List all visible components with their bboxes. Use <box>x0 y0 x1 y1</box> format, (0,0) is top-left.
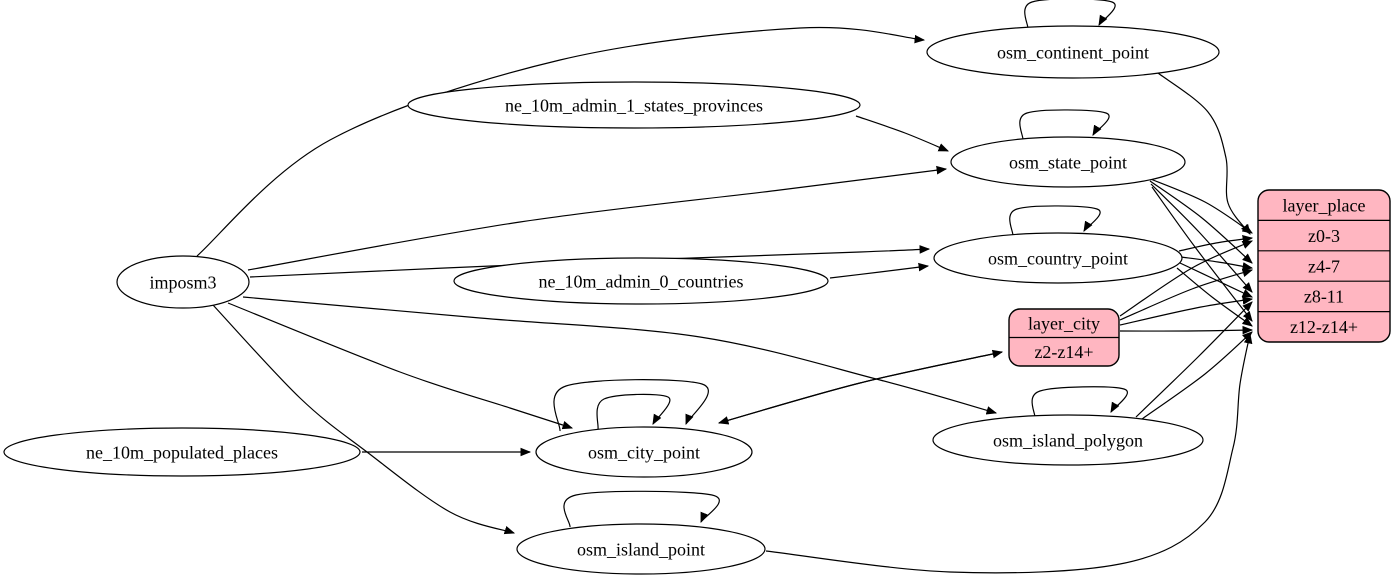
node-label-ne_10m_admin_1_states_provinces: ne_10m_admin_1_states_provinces <box>505 95 763 115</box>
node-layer_city: layer_city z2-z14+ <box>1008 308 1120 367</box>
table-ellipse <box>407 81 861 129</box>
edge-imposm3-osm_continent_point <box>196 26 926 257</box>
edge-ne_10m_admin_1_states_provinces-osm_state_point <box>855 115 950 152</box>
record-row-layer_place-z0-3: z0-3 <box>1308 226 1340 246</box>
edge-ne_10m_admin_0_countries-osm_country_point <box>829 262 930 279</box>
edge-layer <box>196 0 1254 574</box>
node-label-osm_country_point: osm_country_point <box>988 248 1128 268</box>
edge-osm_island_polygon-layer_place-z12-z14plus <box>1141 331 1253 420</box>
self-loop-osm_city_point-1 <box>553 379 709 432</box>
table-ellipse <box>933 232 1183 284</box>
edge-imposm3-osm_island_polygon <box>242 296 998 415</box>
self-loop-osm_island_point <box>563 490 720 528</box>
edge-imposm3-osm_state_point <box>247 165 948 271</box>
edge-osm_city_point-layer_city-z2-z14plus <box>718 349 1004 424</box>
edge-osm_country_point-layer_place-z8-11 <box>1179 262 1253 298</box>
table-ellipse <box>926 25 1220 79</box>
edge-osm_island_polygon-layer_place-z8-11 <box>1135 301 1253 418</box>
edge-osm_country_point-layer_place-z0-3 <box>1178 235 1254 252</box>
edge-layer_city-layer_place-z12-z14plus <box>1119 325 1254 335</box>
node-label-ne_10m_admin_0_countries: ne_10m_admin_0_countries <box>539 271 744 291</box>
table-ellipse <box>3 427 361 477</box>
self-loop-osm_city_point-2 <box>596 393 671 430</box>
node-label-osm_city_point: osm_city_point <box>588 442 700 462</box>
edge-imposm3-osm_island_point <box>212 304 516 535</box>
node-label-osm_state_point: osm_state_point <box>1009 152 1127 172</box>
table-ellipse <box>116 255 250 309</box>
self-loop-osm_country_point <box>1009 205 1101 237</box>
node-osm_island_polygon: osm_island_polygon <box>932 414 1204 466</box>
edge-osm_country_point-layer_place-z4-7 <box>1180 256 1254 271</box>
edge-osm_continent_point-layer_place-z0-3 <box>1157 72 1251 235</box>
table-ellipse <box>516 523 766 575</box>
edge-osm_island_point-layer_place-z12-z14plus <box>765 332 1253 574</box>
record-row-layer_place-z8-11: z8-11 <box>1304 287 1344 307</box>
node-label-osm_island_polygon: osm_island_polygon <box>993 430 1143 450</box>
record-row-layer_place-z12-z14plus: z12-z14+ <box>1290 317 1358 337</box>
edge-imposm3-osm_city_point <box>227 302 574 430</box>
node-ne_10m_admin_1_states_provinces: ne_10m_admin_1_states_provinces <box>407 81 861 129</box>
self-loop-osm_continent_point <box>1024 0 1116 30</box>
table-ellipse <box>950 136 1186 188</box>
edge-layer_city-osm_city_point <box>717 351 1003 425</box>
node-label-ne_10m_populated_places: ne_10m_populated_places <box>86 442 278 462</box>
node-imposm3: imposm3 <box>116 255 250 309</box>
table-ellipse <box>453 257 829 305</box>
node-layer_place: layer_place z0-3 z4-7 z8-11 z12-z14+ <box>1257 189 1391 343</box>
table-ellipse <box>535 426 753 478</box>
node-osm_country_point: osm_country_point <box>933 232 1183 284</box>
edge-osm_state_point-layer_place-z0-3 <box>1147 177 1253 234</box>
table-ellipse <box>932 414 1204 466</box>
edge-osm_state_point-layer_place-z4-7 <box>1149 180 1253 264</box>
self-loop-osm_state_point <box>1019 109 1110 141</box>
node-osm_continent_point: osm_continent_point <box>926 25 1220 79</box>
node-ne_10m_admin_0_countries: ne_10m_admin_0_countries <box>453 257 829 305</box>
edge-layer_city-layer_place-z0-3 <box>1119 240 1254 317</box>
record-header-layer_place: layer_place <box>1283 196 1366 216</box>
edge-layer_city-layer_place-z8-11 <box>1119 296 1254 326</box>
record-header-layer_city: layer_city <box>1028 314 1100 334</box>
node-label-osm_continent_point: osm_continent_point <box>997 42 1149 62</box>
node-osm_island_point: osm_island_point <box>516 523 766 575</box>
layer-record-box <box>1257 189 1391 343</box>
edge-osm_state_point-layer_place-z8-11 <box>1150 183 1253 293</box>
node-label-imposm3: imposm3 <box>149 272 216 292</box>
self-loop-osm_island_polygon <box>1031 386 1128 419</box>
node-ne_10m_populated_places: ne_10m_populated_places <box>3 427 361 477</box>
node-label-osm_island_point: osm_island_point <box>577 539 705 559</box>
node-layer: imposm3 ne_10m_admin_1_states_provincesne… <box>3 25 1391 575</box>
node-osm_state_point: osm_state_point <box>950 136 1186 188</box>
edge-layer_city-layer_place-z4-7 <box>1119 268 1254 321</box>
record-row-layer_city-z2-z14plus: z2-z14+ <box>1034 342 1093 362</box>
node-osm_city_point: osm_city_point <box>535 426 753 478</box>
edge-osm_country_point-layer_place-z12-z14plus <box>1176 267 1253 327</box>
record-row-layer_place-z4-7: z4-7 <box>1308 256 1340 276</box>
